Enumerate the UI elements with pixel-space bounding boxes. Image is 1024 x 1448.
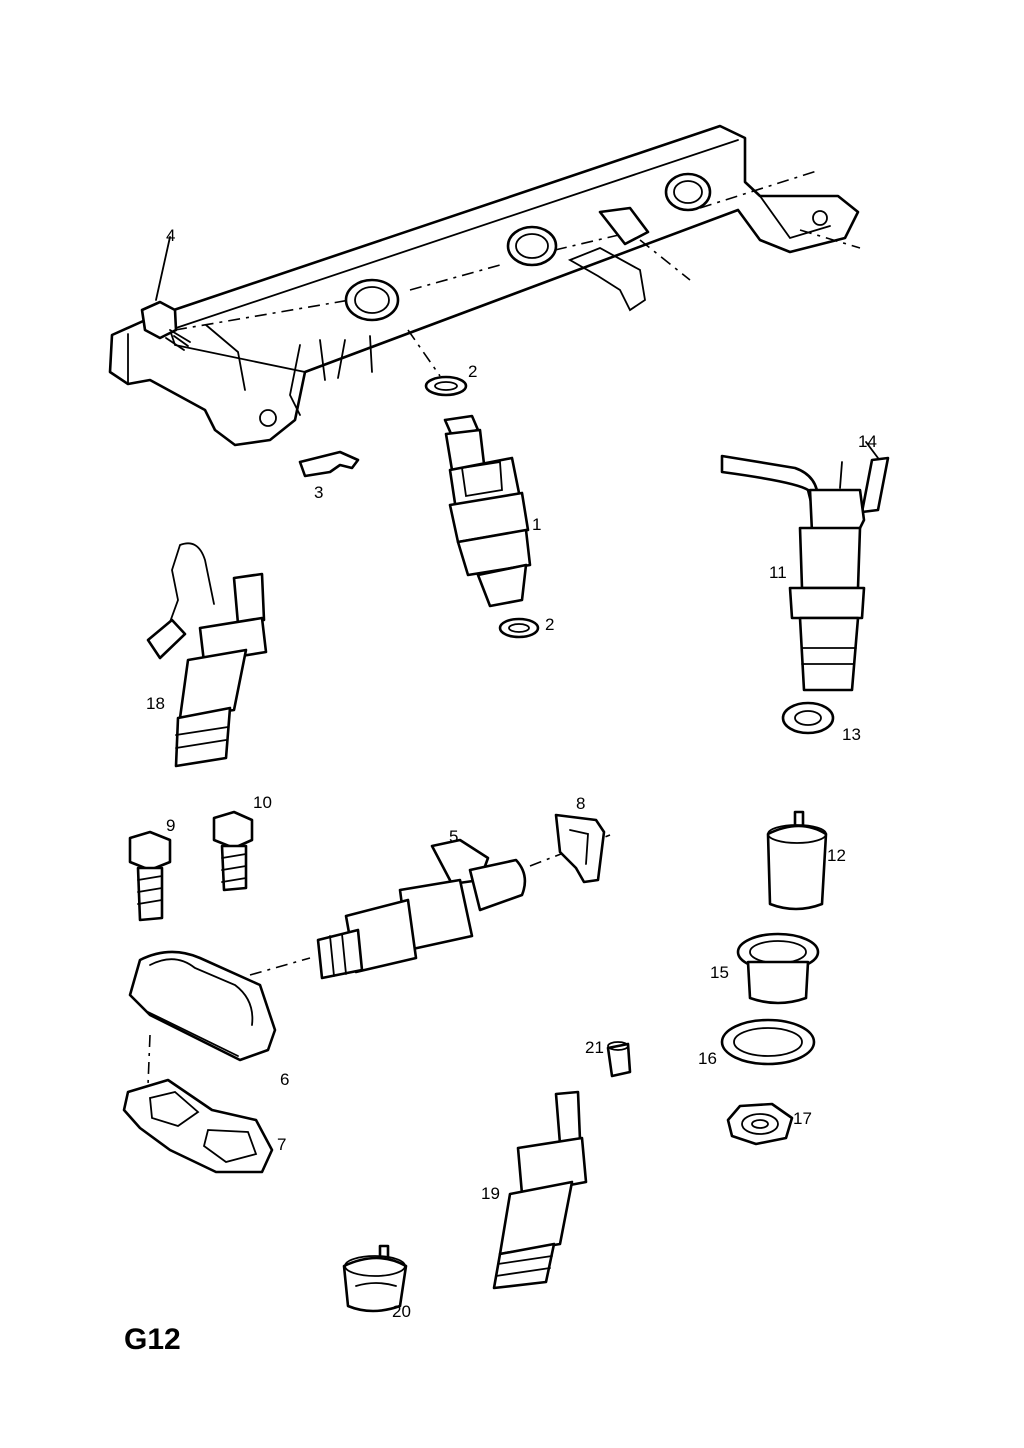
- part-11-sensor: [720, 454, 866, 692]
- callout-2-lower: 2: [545, 615, 554, 634]
- part-20-capsule: [342, 1244, 408, 1313]
- part-5-injector: [316, 834, 611, 980]
- callout-20: 20: [392, 1302, 411, 1321]
- part-8-clip: [554, 813, 606, 884]
- part-14-cap: [860, 441, 890, 514]
- callout-labels: 1 2 2 3 4 5 6 7 8 9 10 11 12 13 14 15 16…: [146, 226, 877, 1321]
- part-21-pin: [606, 1041, 632, 1078]
- callout-15: 15: [710, 963, 729, 982]
- callout-5: 5: [449, 827, 458, 846]
- part-10-bolt: [212, 810, 254, 892]
- callout-6: 6: [280, 1070, 289, 1089]
- callout-7: 7: [277, 1135, 286, 1154]
- callout-12: 12: [827, 846, 846, 865]
- callout-2-upper: 2: [468, 362, 477, 381]
- callout-21: 21: [585, 1038, 604, 1057]
- part-15-sleeve: [736, 932, 820, 1005]
- part-1-injector: [443, 414, 532, 608]
- part-13-washer: [781, 701, 835, 735]
- callout-18: 18: [146, 694, 165, 713]
- callout-9: 9: [166, 816, 175, 835]
- part-2-o-ring-lower: [498, 617, 540, 639]
- fuel-rail: [108, 124, 861, 447]
- part-17-cap: [726, 1102, 794, 1146]
- part-16-washer: [720, 1018, 816, 1066]
- callout-17: 17: [793, 1109, 812, 1128]
- part-18-sensor: [146, 542, 268, 768]
- part-2-o-ring-upper: [407, 329, 468, 397]
- callout-11: 11: [769, 563, 787, 582]
- part-3-clip: [298, 450, 360, 478]
- part-7-gasket: [122, 1078, 274, 1174]
- callout-10: 10: [253, 793, 272, 812]
- callout-13: 13: [842, 725, 861, 744]
- part-19-sensor: [492, 1090, 588, 1290]
- callout-14: 14: [858, 432, 877, 451]
- part-4-bolt: [140, 236, 191, 351]
- part-6-cover: [128, 950, 311, 1086]
- page-code: G12: [124, 1323, 181, 1356]
- callout-1: 1: [532, 515, 541, 534]
- part-9-bolt: [128, 830, 172, 922]
- callout-19: 19: [481, 1184, 500, 1203]
- callout-8: 8: [576, 794, 585, 813]
- callout-4: 4: [166, 226, 175, 245]
- callout-3: 3: [314, 483, 323, 502]
- part-12-capsule: [766, 810, 828, 911]
- callout-16: 16: [698, 1049, 717, 1068]
